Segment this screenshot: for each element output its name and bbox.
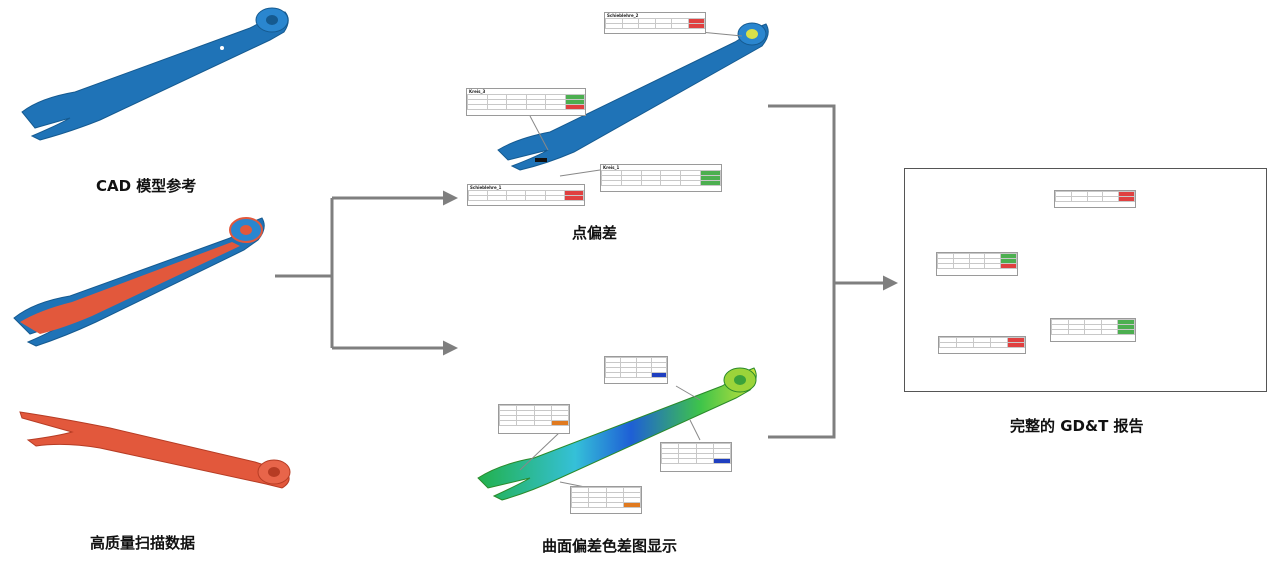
deviation-table <box>604 356 668 384</box>
scan-data-part <box>20 412 290 488</box>
scan-data-label: 高质量扫描数据 <box>90 532 195 553</box>
deviation-table <box>570 486 642 514</box>
report-callout <box>938 336 1026 354</box>
cad-scan-overlay <box>14 218 264 346</box>
report-callout <box>936 252 1018 276</box>
callout-table: Kreis_3 <box>466 88 586 116</box>
deviation-table <box>660 442 732 472</box>
split-arrows <box>275 198 455 348</box>
callout-table: Kreis_1 <box>600 164 722 192</box>
cad-model-part <box>22 8 288 140</box>
gdt-report-label: 完整的 GD&T 报告 <box>1010 415 1144 436</box>
cad-model-label: CAD 模型参考 <box>96 175 196 196</box>
surface-deviation-label: 曲面偏差色差图显示 <box>542 535 677 556</box>
report-callout <box>1050 318 1136 342</box>
report-callout <box>1054 190 1136 208</box>
point-deviation-label: 点偏差 <box>572 222 617 243</box>
callout-table: Schieblehre_2 <box>604 12 706 34</box>
callout-table: Schieblehre_1 <box>467 184 585 206</box>
surface-deviation-part <box>478 368 756 500</box>
merge-arrows <box>768 106 895 437</box>
deviation-table <box>498 404 570 434</box>
